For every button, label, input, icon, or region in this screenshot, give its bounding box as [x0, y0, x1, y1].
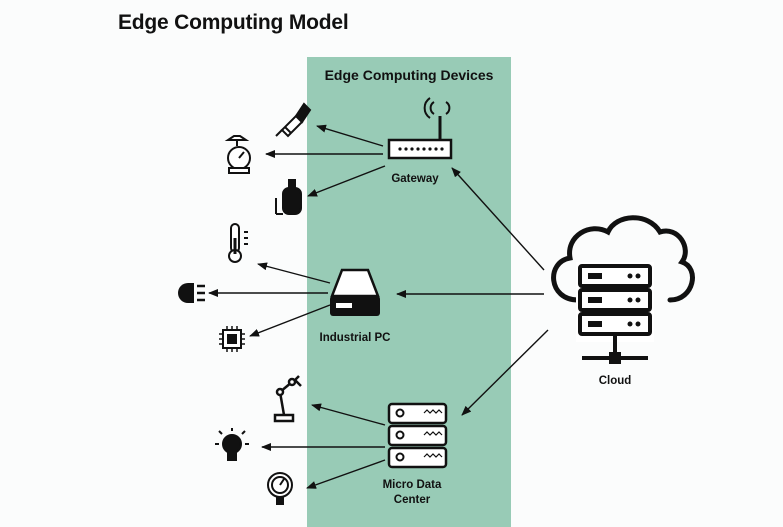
- arrow-mdc-to-robot: [311, 403, 386, 426]
- cloud-server-icon: [551, 215, 695, 364]
- gateway-label: Gateway: [391, 173, 439, 185]
- router-icon: [387, 97, 453, 160]
- page-title: Edge Computing Model: [118, 11, 349, 34]
- band-title: Edge Computing Devices: [324, 67, 494, 83]
- gas-cylinder-icon: [275, 179, 302, 215]
- arrow-cloud-to-gateway: [451, 167, 545, 271]
- cloud-label: Cloud: [598, 375, 632, 387]
- server-rack-icon: [387, 402, 448, 469]
- robot-arm-icon: [273, 375, 302, 423]
- chip-icon: [219, 326, 245, 352]
- pressure-gauge-icon: [267, 472, 293, 505]
- pen-sensor-icon: [275, 102, 312, 138]
- arrow-gateway-to-pen: [316, 124, 384, 147]
- scale-icon: [224, 135, 251, 174]
- thermometer-icon: [228, 223, 248, 263]
- headlight-icon: [178, 283, 205, 303]
- micro-data-center-label: Micro Data Center: [382, 479, 442, 506]
- lightbulb-icon: [215, 428, 249, 461]
- arrow-gateway-to-cylinder: [307, 165, 386, 197]
- arrow-pc-to-thermometer: [257, 262, 331, 284]
- arrow-pc-to-chip: [249, 304, 331, 337]
- industrial-pc-label: Industrial PC: [319, 332, 391, 344]
- arrow-cloud-to-mdc: [461, 329, 549, 416]
- pc-drive-icon: [330, 268, 380, 316]
- arrow-mdc-to-gauge: [306, 459, 386, 489]
